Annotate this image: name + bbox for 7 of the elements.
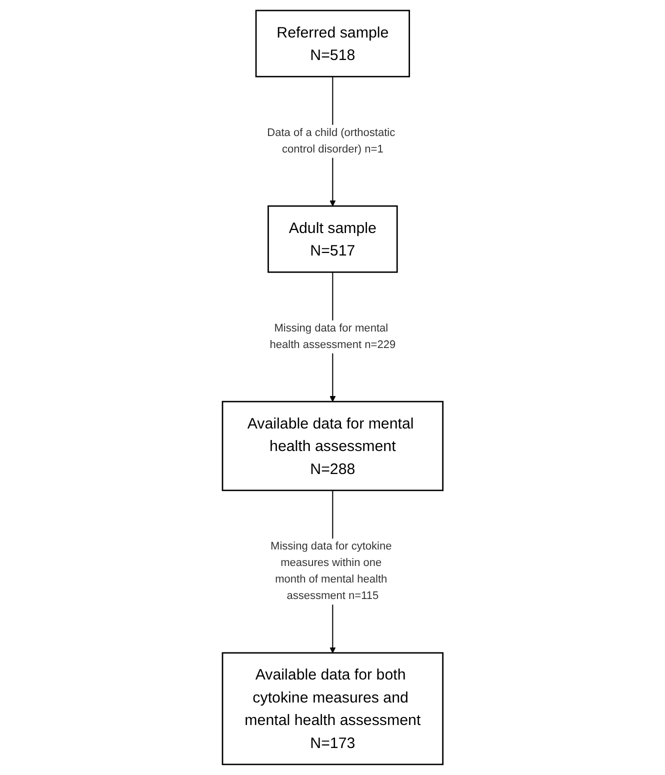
node-box: Adult sample N=517 [267,205,398,273]
edge-label: Missing data for mental health assessment n=229 [270,322,396,351]
edge-label: Data of a child (orthostatic control disorder) n=1 [266,126,395,156]
node-box: Referred sample N=518 [255,10,410,78]
node-box: Available data for mental health assessment N=288 [222,400,444,492]
node-box: Available data for both cytokine measures and mental health assessment N=173 [222,652,444,766]
edge-label: Missing data for cytokine measures within one month of mental health assessment n=115 [270,540,392,602]
